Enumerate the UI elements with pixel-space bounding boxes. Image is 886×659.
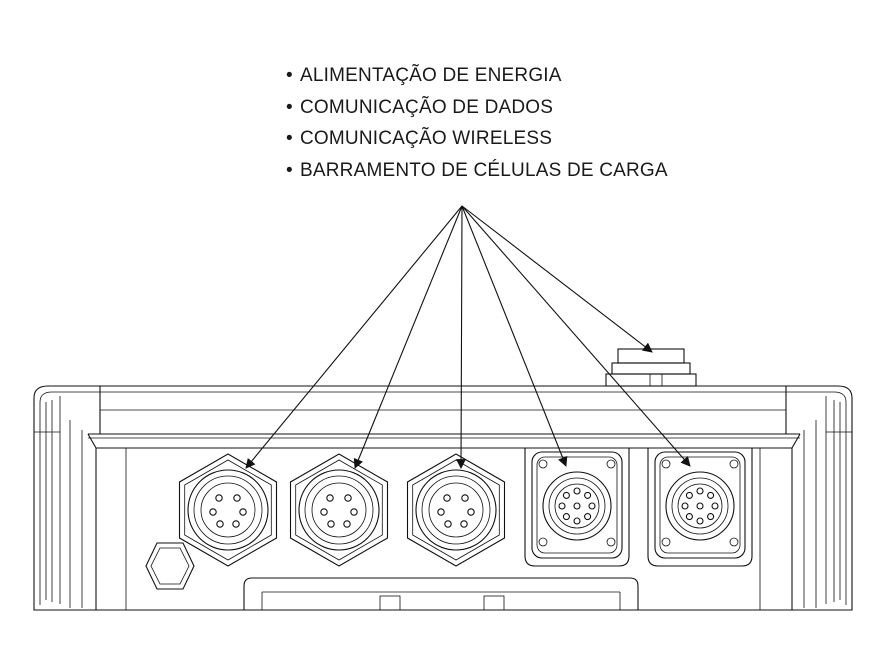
leader-arrows <box>245 205 691 469</box>
connector-pin <box>467 508 475 516</box>
connector-pin <box>562 491 570 499</box>
connector-pin <box>588 502 596 510</box>
connector-pin <box>209 508 217 516</box>
connector-pin <box>233 494 241 502</box>
connector-pin <box>216 520 224 528</box>
leader-arrow-6 <box>461 205 653 353</box>
connector-pin <box>707 513 715 521</box>
connector-pin <box>232 520 240 528</box>
connector-pin <box>584 491 592 499</box>
flange-connector-2 <box>647 448 753 567</box>
connector-pin <box>696 502 704 510</box>
connector-pin <box>443 494 451 502</box>
connector-pin <box>685 491 693 499</box>
legend-item-wireless: •COMUNICAÇÃO WIRELESS <box>286 128 553 149</box>
connector-pin <box>696 517 704 525</box>
connector-pin <box>681 502 689 510</box>
wireless-antenna-cap <box>605 348 697 387</box>
hex-connector-3 <box>406 453 506 567</box>
leader-arrow-2 <box>353 205 463 469</box>
connector-pin <box>573 502 581 510</box>
connector-pin <box>344 494 352 502</box>
hex-connector-2 <box>289 453 389 567</box>
enclosure <box>33 385 853 611</box>
function-legend: •ALIMENTAÇÃO DE ENERGIA •COMUNICAÇÃO DE … <box>286 60 668 186</box>
connector-pin <box>460 520 468 528</box>
connector-pin <box>327 520 335 528</box>
legend-item-power: •ALIMENTAÇÃO DE ENERGIA <box>286 65 562 86</box>
connector-pin <box>573 517 581 525</box>
connector-pin <box>350 508 358 516</box>
connector-pin <box>461 494 469 502</box>
connector-pin <box>562 513 570 521</box>
leader-arrow-5 <box>461 205 691 467</box>
legend-item-data: •COMUNICAÇÃO DE DADOS <box>286 96 554 118</box>
connector-pin <box>711 502 719 510</box>
leader-arrow-3 <box>456 205 466 469</box>
connector-pin <box>584 513 592 521</box>
connector-pin <box>558 502 566 510</box>
vent-hex-gland <box>145 542 195 590</box>
connector-pin <box>685 513 693 521</box>
connector-pin <box>239 508 247 516</box>
leader-arrow-1 <box>245 205 463 469</box>
connector-pin <box>573 487 581 495</box>
connector-pin <box>320 508 328 516</box>
connector-pin <box>215 494 223 502</box>
connector-pin <box>343 520 351 528</box>
connector-pin <box>696 487 704 495</box>
flange-connector-1 <box>524 448 630 567</box>
leader-arrow-4 <box>461 205 568 467</box>
connector-pin <box>326 494 334 502</box>
connector-pin <box>444 520 452 528</box>
connector-pin <box>437 508 445 516</box>
legend-item-load-cell-bus: •BARRAMENTO DE CÉLULAS DE CARGA <box>286 159 668 181</box>
hex-connector-1 <box>178 453 278 567</box>
connector-pin <box>707 491 715 499</box>
